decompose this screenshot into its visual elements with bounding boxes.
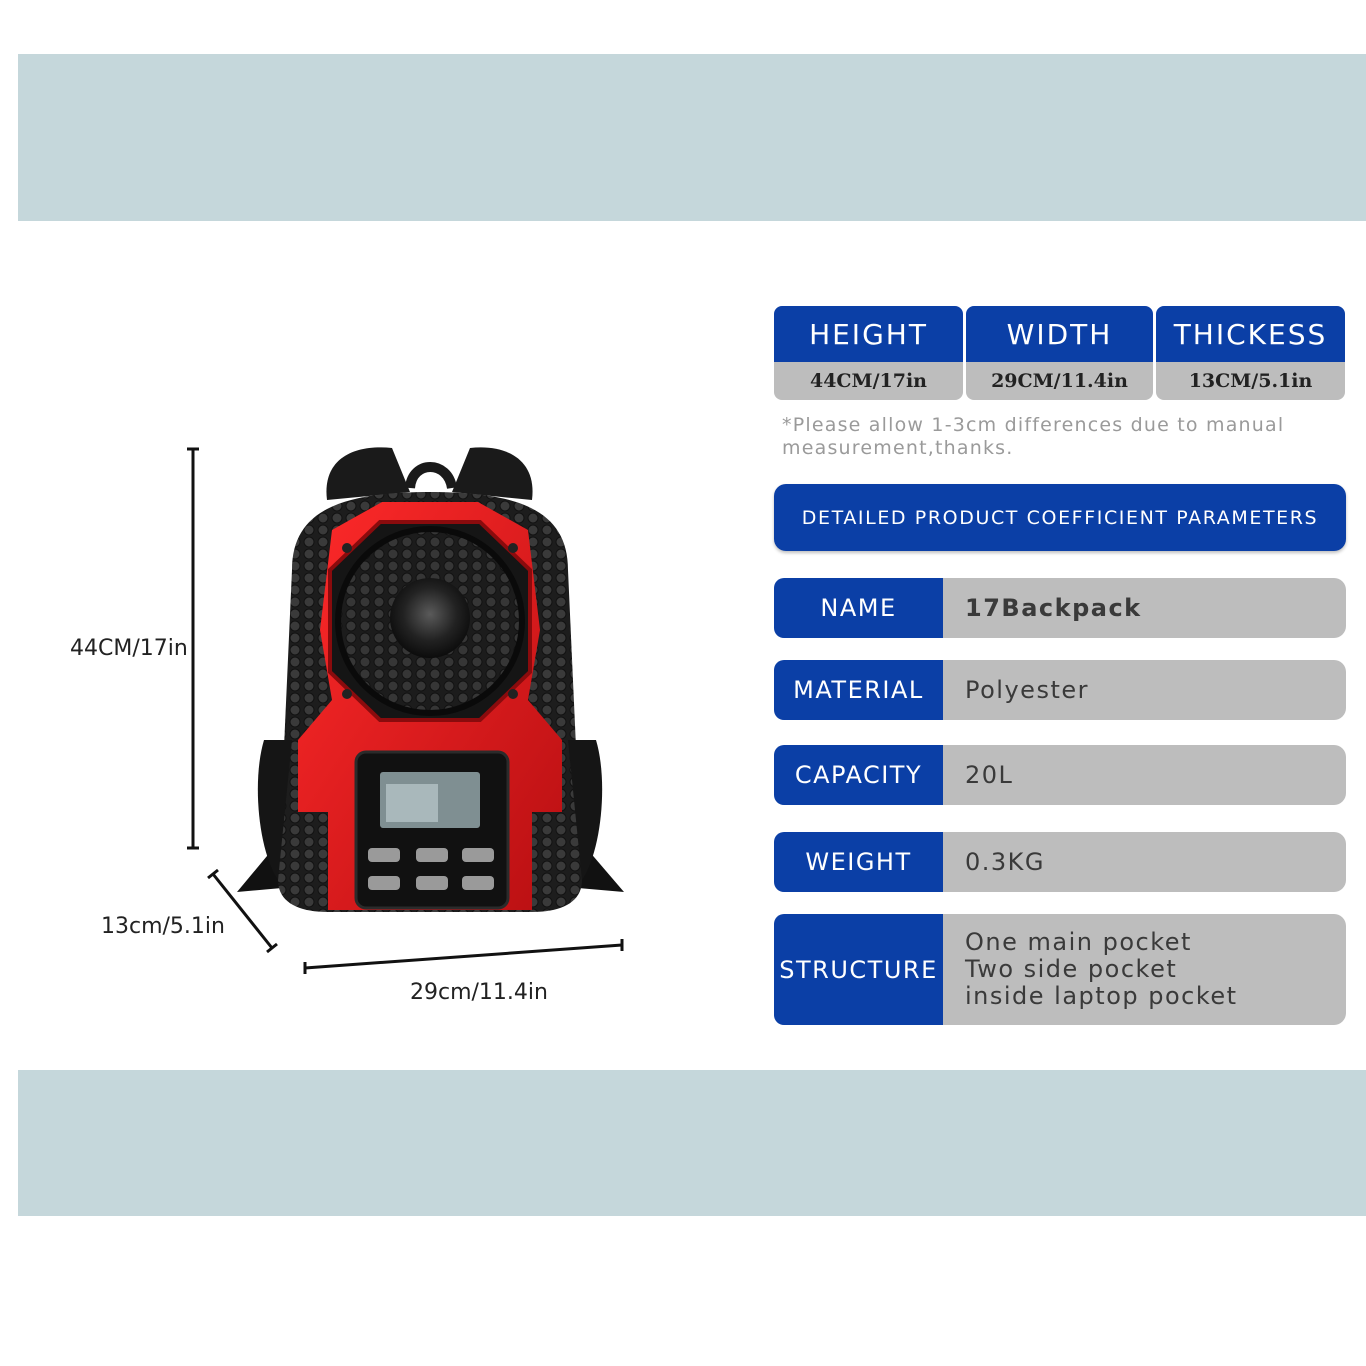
param-row-capacity: CAPACITY 20L [774,745,1346,805]
param-value: One main pocket Two side pocket inside l… [943,914,1346,1025]
depth-dimension-label: 13cm/5.1in [101,914,225,939]
spec-header-height: HEIGHT [774,306,963,362]
param-key: CAPACITY [774,745,943,805]
param-row-weight: WEIGHT 0.3KG [774,832,1346,892]
param-value: 0.3KG [943,832,1346,892]
backpack-image [237,447,624,912]
spec-header-width: WIDTH [966,306,1153,362]
param-value: 20L [943,745,1346,805]
spec-header-thickness: THICKESS [1156,306,1345,362]
param-key: MATERIAL [774,660,943,720]
width-dimension-label: 29cm/11.4in [410,980,548,1005]
param-value: Polyester [943,660,1346,720]
spec-value-width: 29CM/11.4in [966,362,1153,400]
bottom-band [18,1070,1366,1216]
param-row-name: NAME 17Backpack [774,578,1346,638]
param-value: 17Backpack [943,578,1346,638]
height-dimension-label: 44CM/17in [70,636,188,661]
measurement-note: *Please allow 1-3cm differences due to m… [782,414,1285,459]
parameters-banner: DETAILED PRODUCT COEFFICIENT PARAMETERS [774,484,1346,551]
spec-value-thickness: 13CM/5.1in [1156,362,1345,400]
structure-line: inside laptop pocket [965,982,1238,1010]
top-band [18,54,1366,221]
param-key: WEIGHT [774,832,943,892]
param-key: STRUCTURE [774,914,943,1025]
param-row-structure: STRUCTURE One main pocket Two side pocke… [774,914,1346,1025]
param-key: NAME [774,578,943,638]
param-row-material: MATERIAL Polyester [774,660,1346,720]
structure-line: One main pocket [965,928,1192,956]
structure-line: Two side pocket [965,955,1178,983]
spec-value-height: 44CM/17in [774,362,963,400]
